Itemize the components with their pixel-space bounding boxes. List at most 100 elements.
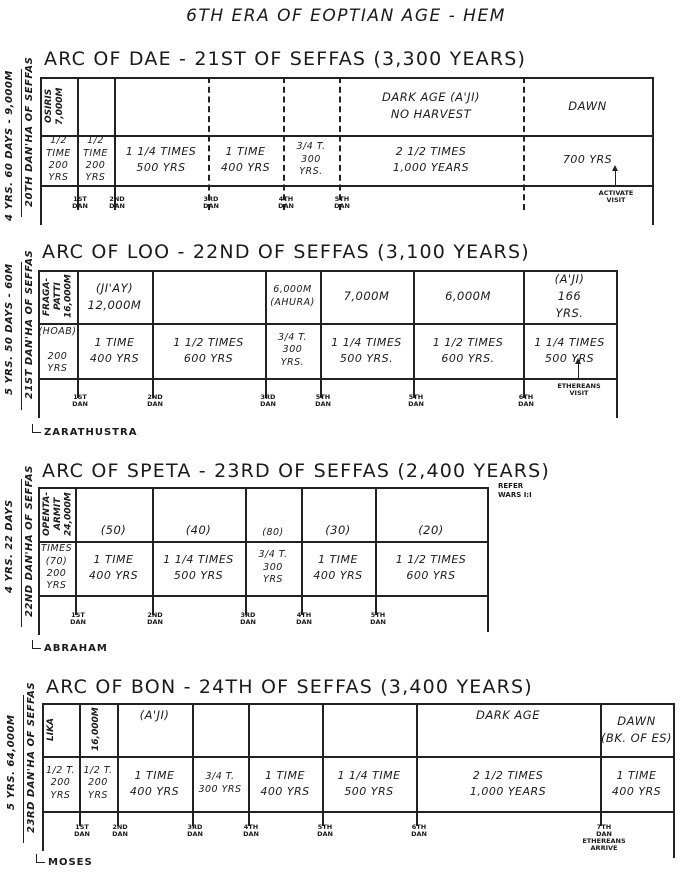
column-divider (79, 703, 81, 826)
side-divider (23, 695, 24, 843)
arc-title: ARC OF BON - 24TH OF SEFFAS (3,400 YEARS… (46, 676, 533, 698)
table-row-divider (42, 756, 673, 758)
first-column-label: OSIRIS 7,000M (44, 87, 65, 125)
dan-label: 2ND DAN (147, 611, 163, 627)
period-cell: TIMES (70) 200 YRS (40, 543, 73, 592)
side-label-danha: 22ND DAN'HA OF SEFFAS (24, 465, 35, 618)
period-cell: 1 TIME 400 YRS (88, 553, 139, 582)
period-cell: 2 1/2 TIMES 1,000 YEARS (469, 768, 547, 798)
period-cell: 1 1/4 TIMES 500 YRS. (331, 335, 402, 365)
table-top-border (38, 270, 616, 272)
top-cell: DAWN (BK. OF ES) (600, 713, 673, 745)
dan-label: 3RD DAN (203, 195, 219, 211)
dan-label: 1ST DAN (70, 611, 86, 627)
column-divider (523, 77, 525, 210)
top-cell: (30) (325, 523, 351, 538)
column-divider (322, 703, 324, 826)
person-marker: MOSES (36, 854, 93, 868)
period-cell: 1 TIME 400 YRS (220, 145, 271, 174)
dan-label: 3RD DAN (260, 393, 276, 409)
period-cell: 1 1/4 TIME 500 YRS (337, 768, 401, 798)
column-divider (117, 703, 119, 826)
period-cell: 700 YRS (562, 153, 613, 167)
column-divider (208, 77, 210, 210)
table-left-border (42, 703, 44, 851)
period-cell: 1 1/2 TIMES 600 YRS (395, 553, 467, 582)
period-cell: 1 1/4 TIMES 500 YRS (125, 145, 197, 174)
dan-label: 3RD DAN (187, 823, 203, 839)
column-divider (523, 270, 525, 398)
period-cell: 1 1/4 TIMES 500 YRS (534, 335, 605, 365)
column-divider (413, 270, 415, 398)
side-label-danha: 21ST DAN'HA OF SEFFAS (24, 249, 35, 400)
side-label-duration: 5 YRS. 64,000M (6, 714, 17, 810)
dan-label: 1ST DAN (72, 195, 88, 211)
dan-label: 7TH DAN ETHEREANS ARRIVE (582, 823, 626, 853)
arc-title: ARC OF SPETA - 23RD OF SEFFAS (2,400 YEA… (42, 460, 551, 482)
dan-label: 6TH DAN (411, 823, 427, 839)
period-cell: 3/4 T. 300 YRS (198, 771, 242, 795)
person-marker: ZARATHUSTRA (32, 424, 137, 438)
period-cell: 3/4 T. 300 YRS. (277, 331, 307, 368)
column-divider (600, 703, 602, 826)
table-row-divider (38, 323, 616, 325)
dan-label: 2ND DAN (109, 195, 125, 211)
top-cell: 7,000M (343, 289, 390, 304)
dan-label: 4TH DAN (278, 195, 294, 211)
table-top-border (42, 703, 673, 705)
period-cell: 1 1/4 TIMES 500 YRS (163, 553, 234, 582)
top-cell: DARK AGE (A'JI) NO HARVEST (382, 90, 480, 121)
table-left-border (38, 487, 40, 635)
column-divider (152, 487, 154, 615)
table-bottom-border (38, 595, 487, 597)
visit-note: ETHEREANS VISIT (557, 382, 601, 398)
period-cell: 1/2 T. 200 YRS (45, 764, 75, 801)
top-cell: (A'JI) (139, 708, 170, 722)
top-cell: (80) (262, 526, 284, 538)
period-cell: 1 1/2 TIMES 600 YRS (173, 335, 244, 365)
top-cell-label: 16,000M (91, 707, 101, 752)
column-divider (245, 487, 247, 615)
period-cell: 1 1/2 TIMES 600 YRS. (432, 335, 504, 365)
side-divider (21, 69, 22, 217)
period-cell: 1 TIME 400 YRS (611, 768, 662, 798)
period-cell: 1 TIME 400 YRS (129, 768, 180, 798)
period-cell: 1 TIME 400 YRS (313, 553, 363, 582)
top-cell: (JI'AY) 12,000M (87, 280, 142, 312)
first-column-label: OPENTA- ARMIT 24,000M (42, 491, 74, 537)
side-label-danha: 20TH DAN'HA OF SEFFAS (24, 56, 35, 207)
column-divider (265, 270, 267, 398)
period-cell: 1/2 TIME 200 YRS (46, 135, 71, 184)
top-cell: DARK AGE (476, 708, 540, 722)
dan-label: 5TH DAN (315, 393, 331, 409)
period-cell: (HOAB) 200 YRS (38, 325, 77, 374)
table-left-border (40, 77, 42, 225)
column-divider (339, 77, 341, 210)
top-cell: (40) (185, 523, 212, 538)
dan-label: 1ST DAN (74, 823, 90, 839)
period-cell: 3/4 T. 300 YRS (258, 549, 288, 586)
arrow-up-icon (574, 358, 581, 380)
period-cell: 2 1/2 TIMES 1,000 YEARS (392, 145, 470, 174)
page-title: 6TH ERA OF EOPTIAN AGE - HEM (186, 6, 506, 26)
period-cell: 1 TIME 400 YRS (260, 768, 310, 798)
table-right-border (487, 487, 489, 632)
dan-label: 2ND DAN (147, 393, 163, 409)
table-bottom-border (42, 811, 673, 813)
dan-label: 5TH DAN (408, 393, 424, 409)
dan-label: 4TH DAN (243, 823, 259, 839)
table-bottom-border (40, 185, 652, 187)
side-label-duration: 4 YRS. 60 DAYS - 9,000M (4, 70, 15, 222)
visit-note: ACTIVATE VISIT (598, 189, 634, 205)
arc-title: ARC OF DAE - 21ST OF SEFFAS (3,300 YEARS… (44, 48, 527, 70)
side-label-duration: 5 YRS. 50 DAYS - 60M (4, 263, 15, 395)
period-cell: 1/2 TIME 200 YRS (83, 135, 108, 184)
table-top-border (38, 487, 487, 489)
arrow-up-icon (611, 165, 618, 187)
table-row-divider (40, 135, 652, 137)
column-divider (301, 487, 303, 615)
dan-label: 5TH DAN (317, 823, 333, 839)
period-cell: 3/4 T. 300 YRS. (296, 141, 326, 178)
table-right-border (652, 77, 654, 225)
side-label-duration: 4 YRS. 22 DAYS (4, 499, 15, 593)
